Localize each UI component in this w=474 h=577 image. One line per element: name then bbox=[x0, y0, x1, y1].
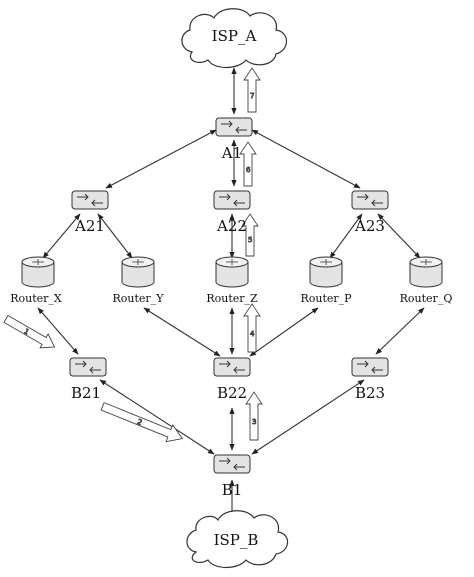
switch-a22 bbox=[213, 190, 251, 210]
switch-label-b22: B22 bbox=[217, 384, 247, 402]
router-y bbox=[121, 256, 155, 288]
flow-arrow-1: 1 bbox=[3, 314, 56, 349]
svg-text:3: 3 bbox=[252, 418, 256, 426]
link-a1-a23 bbox=[251, 129, 361, 189]
cloud-label-isp-b: ISP_B bbox=[214, 531, 259, 549]
link-b21-b1 bbox=[99, 379, 215, 455]
link-b23-b1 bbox=[251, 379, 365, 455]
switch-label-b1: B1 bbox=[222, 481, 243, 499]
switch-label-b23: B23 bbox=[355, 384, 385, 402]
switch-label-b21: B21 bbox=[71, 384, 101, 402]
switch-label-a21: A21 bbox=[74, 217, 105, 235]
link-a23-routerp bbox=[329, 213, 363, 259]
link-routery-b22 bbox=[143, 307, 221, 357]
flow-arrow-5: 5 bbox=[241, 213, 259, 257]
svg-text:6: 6 bbox=[246, 166, 251, 174]
cloud-isp-b: ISP_B bbox=[186, 510, 289, 569]
switch-a1 bbox=[215, 117, 253, 137]
switch-label-a1: A1 bbox=[221, 144, 242, 162]
router-label-q: Router_Q bbox=[400, 292, 453, 305]
router-label-x: Router_X bbox=[10, 292, 62, 305]
router-label-z: Router_Z bbox=[206, 292, 258, 305]
router-x bbox=[21, 256, 55, 288]
switch-a21 bbox=[71, 190, 109, 210]
cloud-isp-a: ISP_A bbox=[181, 8, 288, 69]
switch-b21 bbox=[69, 357, 107, 377]
router-label-y: Router_Y bbox=[113, 292, 165, 305]
switch-b1 bbox=[213, 454, 251, 474]
flow-arrows: 1 2 3 4 5 6 7 bbox=[3, 67, 263, 443]
link-a1-a21 bbox=[105, 129, 217, 189]
flow-arrow-3: 3 bbox=[245, 391, 263, 441]
switch-a23 bbox=[351, 190, 389, 210]
flow-arrow-7: 7 bbox=[243, 67, 261, 113]
flow-arrow-2: 2 bbox=[100, 402, 184, 443]
svg-text:1: 1 bbox=[23, 327, 31, 336]
flow-arrow-6: 6 bbox=[239, 141, 257, 187]
svg-text:2: 2 bbox=[136, 418, 143, 427]
switch-b22 bbox=[213, 357, 251, 377]
link-routerq-b23 bbox=[375, 307, 425, 355]
switch-label-a23: A23 bbox=[354, 217, 385, 235]
link-a23-routerq bbox=[377, 213, 421, 259]
switch-b23 bbox=[351, 357, 389, 377]
flow-arrow-4: 4 bbox=[243, 303, 261, 353]
cloud-label-isp-a: ISP_A bbox=[212, 27, 257, 45]
router-z bbox=[215, 256, 249, 288]
link-a21-routerx bbox=[42, 213, 81, 259]
link-routerx-b21 bbox=[37, 307, 79, 355]
switch-label-a22: A22 bbox=[216, 217, 247, 235]
connection-links bbox=[37, 67, 425, 519]
svg-text:4: 4 bbox=[250, 330, 255, 338]
router-label-p: Router_P bbox=[300, 292, 352, 305]
link-routerp-b22 bbox=[249, 307, 319, 357]
link-a21-routery bbox=[97, 213, 133, 259]
svg-text:5: 5 bbox=[248, 236, 252, 244]
svg-text:7: 7 bbox=[250, 92, 254, 100]
router-p bbox=[309, 256, 343, 288]
router-q bbox=[409, 256, 443, 288]
